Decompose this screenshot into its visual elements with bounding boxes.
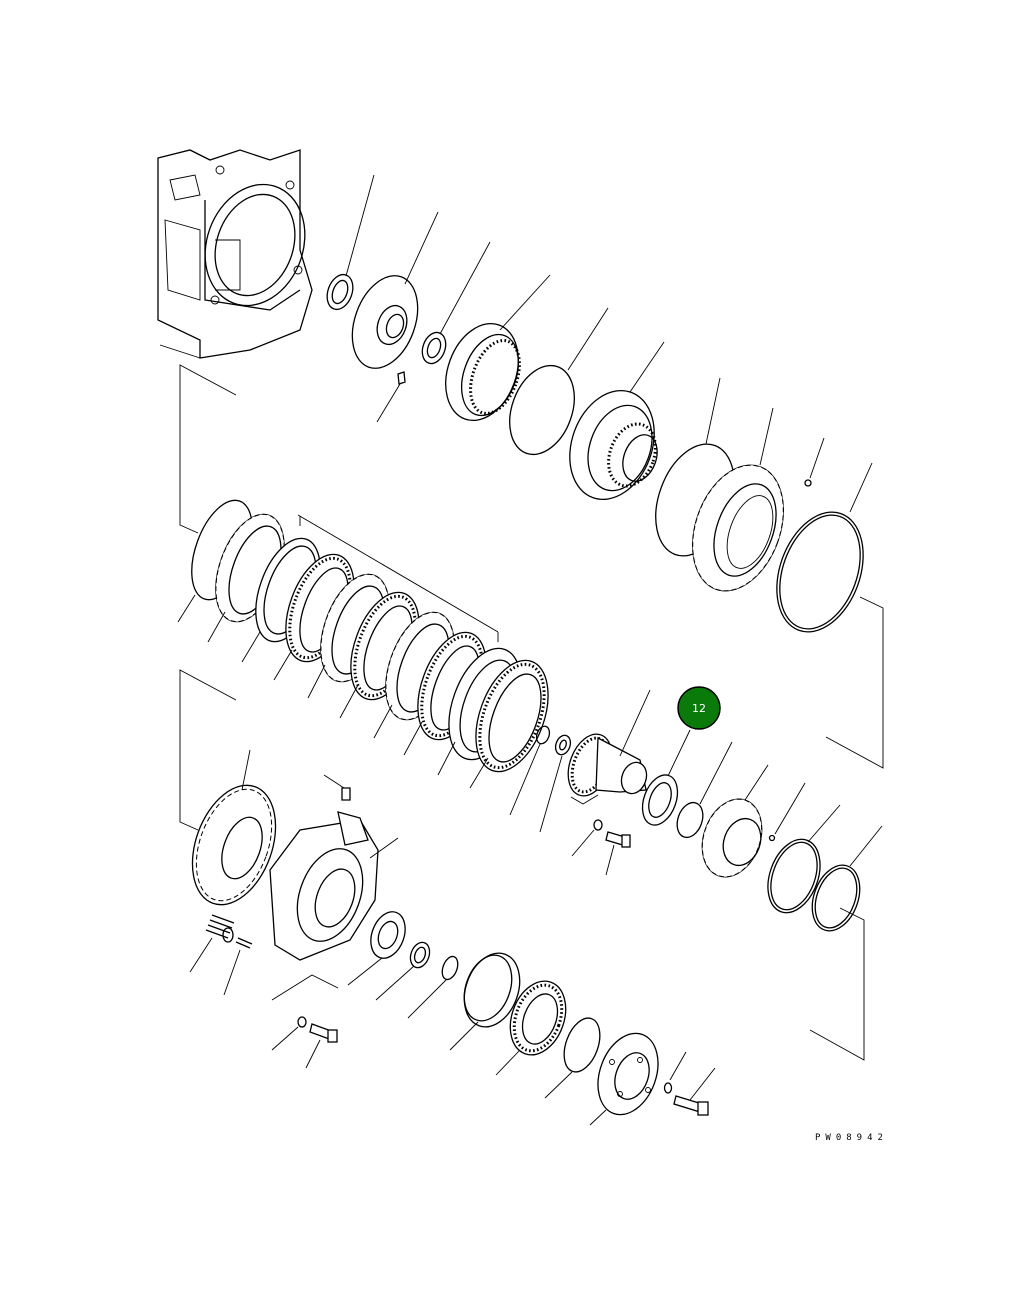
transmission-case [157, 149, 313, 359]
callout-number[interactable]: 12 [692, 702, 706, 715]
bottom-housing-parts [189, 749, 716, 1126]
callout-circle[interactable] [677, 686, 721, 730]
top-parts-row [326, 174, 873, 633]
shaft-assembly [509, 689, 883, 932]
grouping-brackets [179, 364, 884, 1061]
drawing-code: PW08942 [815, 1133, 888, 1143]
clutch-disc-pack [177, 499, 549, 789]
callout-12[interactable]: 12 [677, 686, 721, 730]
